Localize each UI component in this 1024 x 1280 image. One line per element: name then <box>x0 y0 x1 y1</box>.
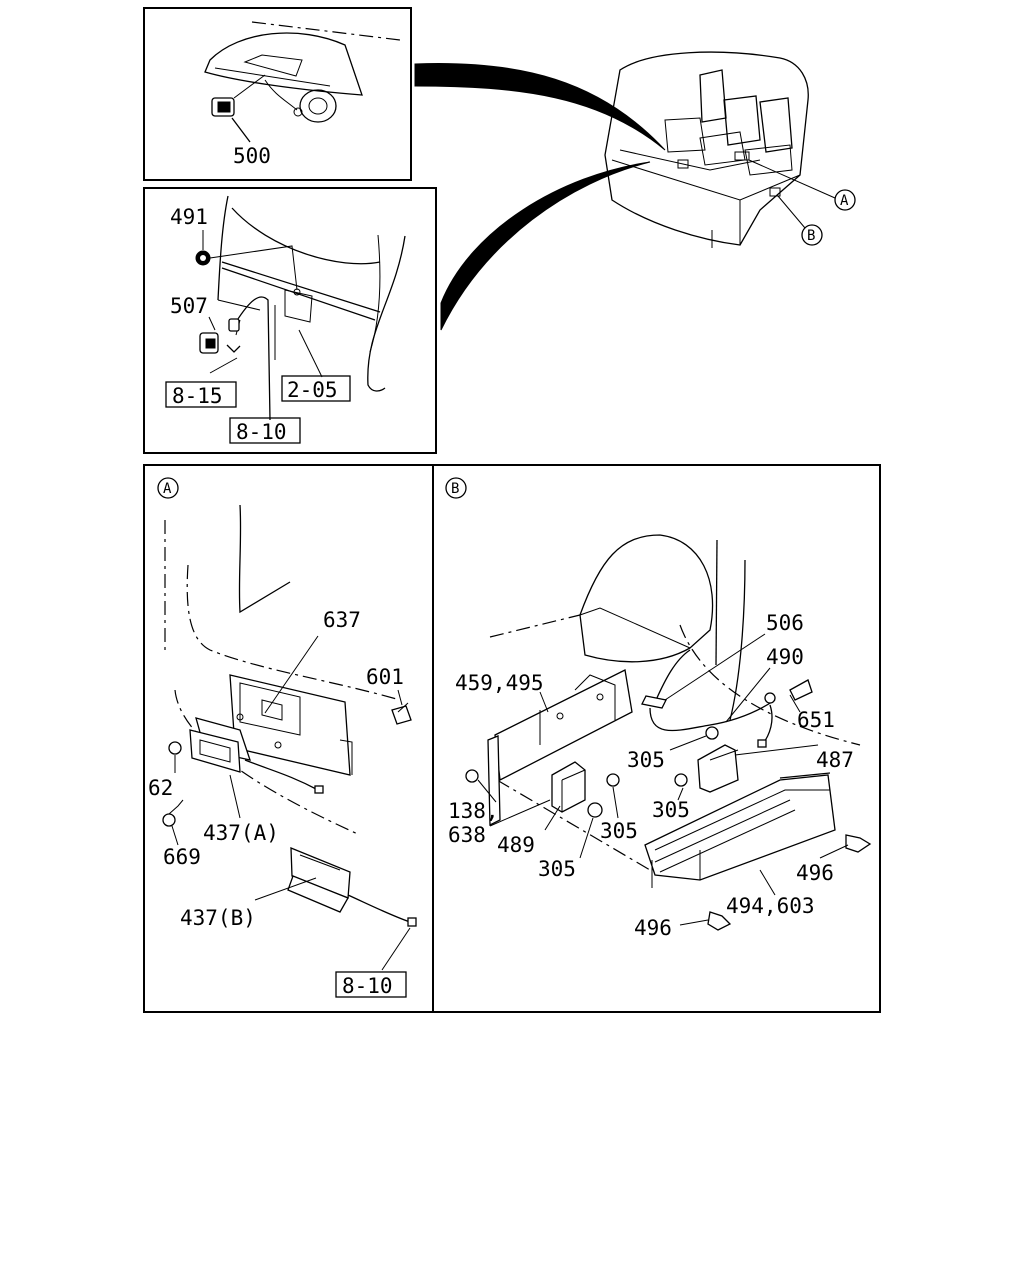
part-number-496-bottom: 496 <box>634 916 672 940</box>
cab-overview-illustration <box>604 51 809 248</box>
part-number-507: 507 <box>170 294 208 318</box>
part-number-651: 651 <box>797 708 835 732</box>
part-number-638: 638 <box>448 823 486 847</box>
detail-frame-dashboard <box>143 7 412 181</box>
part-number-305-center: 305 <box>600 819 638 843</box>
detail-frame-cab-rear <box>143 187 437 454</box>
section-b-illustration <box>465 534 872 931</box>
part-number-138: 138, <box>448 799 499 823</box>
connector-swoosh-top <box>414 63 666 151</box>
detail-frame-section-b <box>432 464 881 1013</box>
part-number-459-495: 459,495 <box>455 671 544 695</box>
part-number-487: 487 <box>816 748 854 772</box>
part-number-437b: 437(B) <box>180 906 256 930</box>
part-number-489: 489 <box>497 833 535 857</box>
callout-circle-a <box>834 189 856 211</box>
section-a-illustration <box>162 504 417 927</box>
cab-rear-illustration <box>195 195 406 421</box>
part-number-500: 500 <box>233 144 271 168</box>
part-number-437a: 437(A) <box>203 821 279 845</box>
connector-swoosh-bottom <box>440 161 651 331</box>
reference-box-8-15 <box>165 381 237 408</box>
part-number-305-lower: 305 <box>538 857 576 881</box>
section-marker-b: B <box>451 481 459 497</box>
part-number-491: 491 <box>170 205 208 229</box>
reference-8-10-top: 8-10 <box>236 420 287 444</box>
callout-b: B <box>807 228 815 244</box>
dashboard-illustration <box>204 21 401 143</box>
reference-2-05: 2-05 <box>287 378 338 402</box>
part-number-496-right: 496 <box>796 861 834 885</box>
part-number-637: 637 <box>323 608 361 632</box>
reference-8-10-bottom: 8-10 <box>342 974 393 998</box>
part-number-305-right: 305 <box>652 798 690 822</box>
part-number-490: 490 <box>766 645 804 669</box>
callout-circle-b <box>801 224 823 246</box>
part-number-494-603: 494,603 <box>726 894 815 918</box>
reference-box-8-10-top <box>229 417 301 444</box>
part-number-305-upper: 305 <box>627 748 665 772</box>
part-number-601: 601 <box>366 665 404 689</box>
reference-8-15: 8-15 <box>172 384 223 408</box>
part-number-669: 669 <box>163 845 201 869</box>
section-marker-circle-a <box>157 477 179 499</box>
part-number-506: 506 <box>766 611 804 635</box>
part-number-62: 62 <box>148 776 173 800</box>
callout-a: A <box>840 193 849 209</box>
reference-box-8-10-bottom <box>335 971 407 998</box>
section-marker-a: A <box>163 481 172 497</box>
section-marker-circle-b <box>445 477 467 499</box>
reference-box-2-05 <box>281 375 351 402</box>
